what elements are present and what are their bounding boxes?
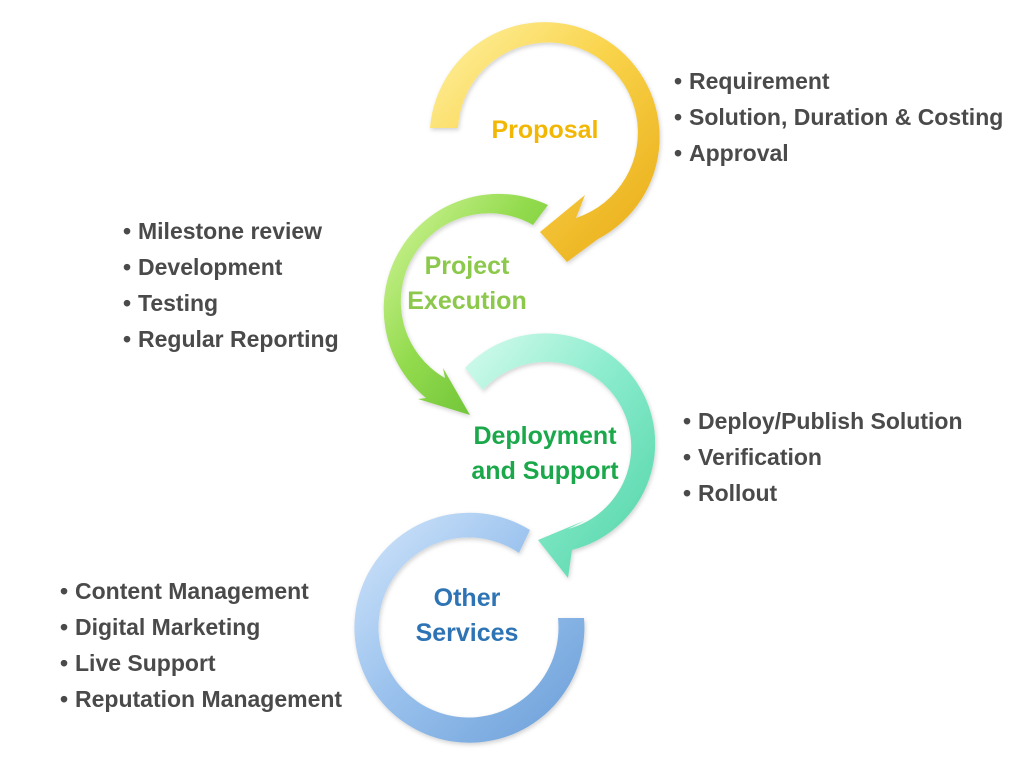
list-item: •Deploy/Publish Solution: [683, 408, 963, 434]
proposal-title: Proposal: [470, 113, 620, 148]
list-item: •Testing: [123, 290, 219, 316]
proposal-items: •Requirement •Solution, Duration & Costi…: [674, 63, 1003, 171]
list-item: •Development: [123, 254, 283, 280]
list-item: •Milestone review: [123, 218, 323, 244]
project-execution-items: •Milestone review •Development •Testing …: [123, 213, 339, 357]
deployment-support-title-line1: Deployment: [473, 422, 617, 450]
list-item: •Requirement: [674, 68, 830, 94]
deployment-support-title-line2: and Support: [471, 457, 619, 485]
list-item: •Digital Marketing: [60, 614, 261, 640]
list-item: •Content Management: [60, 578, 309, 604]
project-execution-arrow-icon: [383, 193, 548, 415]
other-services-title-line1: Other: [433, 584, 501, 612]
list-item: •Regular Reporting: [123, 326, 339, 352]
other-services-items: •Content Management •Digital Marketing •…: [60, 573, 342, 717]
list-item: •Solution, Duration & Costing: [674, 104, 1004, 130]
other-services-title-line2: Services: [415, 619, 519, 647]
proposal-title-line1: Proposal: [491, 116, 599, 144]
list-item: •Verification: [683, 444, 822, 470]
deployment-support-items: •Deploy/Publish Solution •Verification •…: [683, 403, 963, 511]
deployment-support-arrow-icon: [465, 333, 656, 578]
list-item: •Rollout: [683, 480, 778, 506]
deployment-support-title: Deployment and Support: [455, 419, 635, 489]
project-execution-title-line2: Execution: [407, 287, 527, 315]
project-execution-title: Project Execution: [392, 249, 542, 319]
list-item: •Approval: [674, 140, 789, 166]
list-item: •Reputation Management: [60, 686, 343, 712]
list-item: •Live Support: [60, 650, 216, 676]
other-services-title: Other Services: [392, 581, 542, 651]
project-execution-title-line1: Project: [424, 252, 510, 280]
